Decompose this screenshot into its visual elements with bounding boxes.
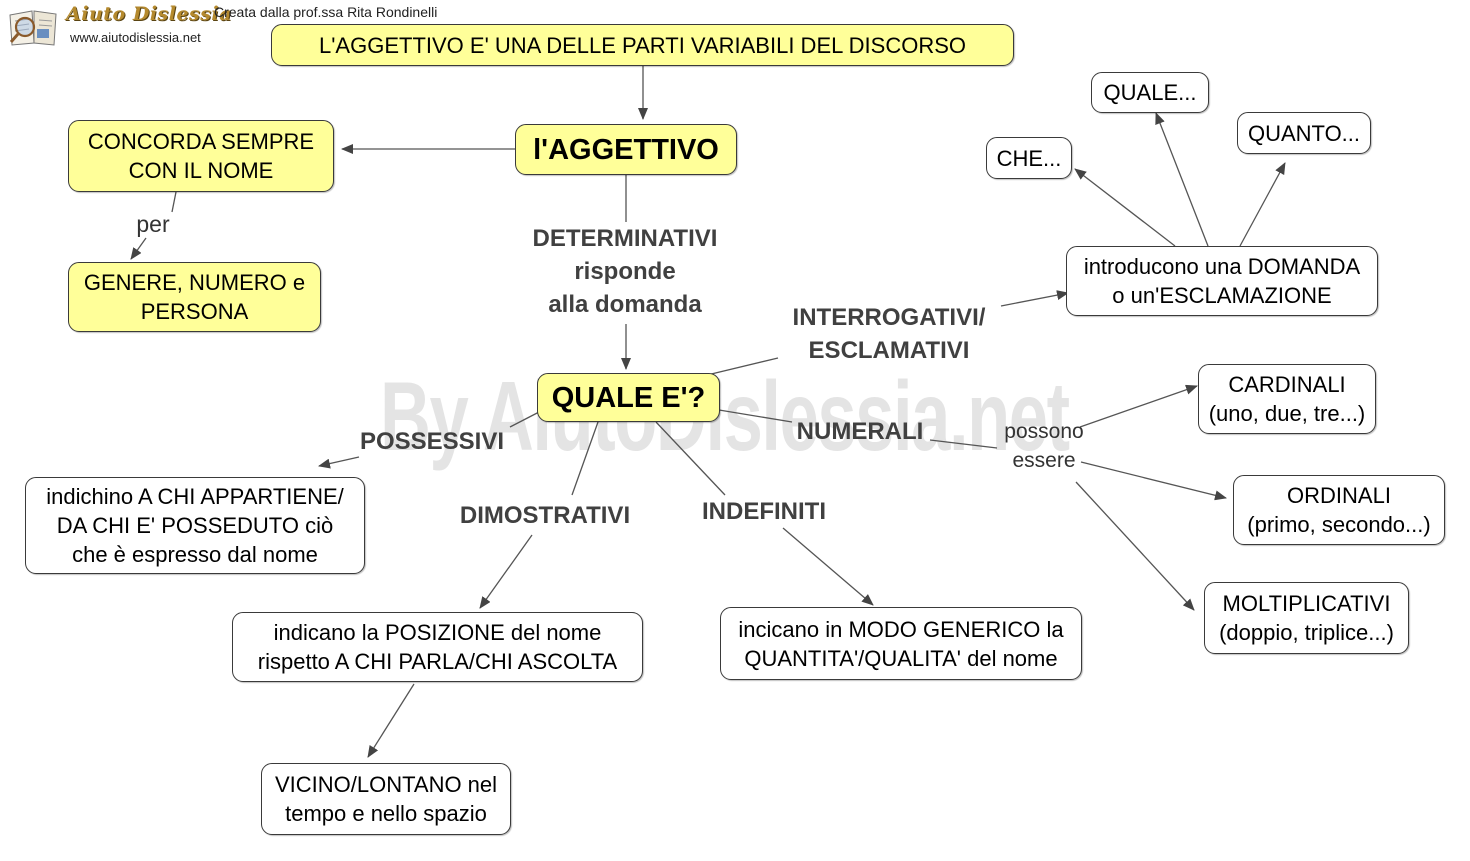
link-definition-to-che	[1074, 168, 1176, 247]
label-numerali: NUMERALI	[796, 418, 924, 445]
concept-ordinali: ORDINALI (primo, secondo...)	[1233, 475, 1445, 545]
book-magnifier-icon	[9, 10, 57, 46]
concept-che: CHE...	[986, 137, 1072, 179]
label-indefiniti: INDEFINITI	[702, 498, 826, 525]
concept-title: L'AGGETTIVO E' UNA DELLE PARTI VARIABILI…	[271, 24, 1014, 66]
link-dimostrativi-def-to-vicino	[367, 683, 415, 758]
concept-quale: QUALE...	[1091, 72, 1209, 113]
concept-dimostrativi-definition: indicano la POSIZIONE del nome rispetto …	[232, 612, 643, 682]
link-dimostrativi-to-definition	[479, 534, 533, 609]
link-possessivi-to-definition	[318, 456, 360, 469]
label-interrogativi-esclamativi: INTERROGATIVI/ ESCLAMATIVI	[792, 304, 986, 364]
concept-cardinali: CARDINALI (uno, due, tre...)	[1198, 364, 1376, 434]
link-quale-e-to-numerali	[712, 408, 793, 423]
concept-aggettivo: l'AGGETTIVO	[515, 124, 737, 175]
logo-url[interactable]: www.aiutodislessia.net	[70, 30, 201, 45]
concept-concorda: CONCORDA SEMPRE CON IL NOME	[68, 120, 334, 192]
author-credit: Creata dalla prof.ssa Rita Rondinelli	[214, 4, 438, 20]
link-quale-e-to-possessivi	[509, 410, 542, 428]
aiutodislessia-logo[interactable]: Aiuto Dislessia www.aiutodislessia.net	[6, 3, 231, 49]
link-concorda-to-per	[171, 191, 177, 213]
label-possessivi: POSSESSIVI	[359, 428, 505, 455]
label-per: per	[136, 211, 170, 237]
concept-quale-e: QUALE E'?	[537, 373, 720, 422]
link-definition-to-quanto	[1239, 162, 1286, 247]
logo-brand-name: Aiuto Dislessia	[66, 3, 232, 25]
link-definition-to-quale	[1155, 112, 1209, 247]
concept-possessivi-definition: indichino A CHI APPARTIENE/ DA CHI E' PO…	[25, 477, 365, 574]
link-possono-to-moltiplicativi	[1075, 481, 1195, 611]
link-possono-to-ordinali	[1080, 461, 1227, 501]
concept-interrogativi-definition: introducono una DOMANDA o un'ESCLAMAZION…	[1066, 246, 1378, 316]
link-quale-e-to-dimostrativi	[571, 421, 599, 496]
label-dimostrativi: DIMOSTRATIVI	[459, 502, 631, 529]
concept-indefiniti-definition: incicano in MODO GENERICO la QUANTITA'/Q…	[720, 607, 1082, 680]
link-indefiniti-to-definition	[782, 527, 874, 606]
link-numerali-to-possono	[929, 439, 998, 449]
concept-quanto: QUANTO...	[1237, 112, 1371, 154]
concept-genere-numero-persona: GENERE, NUMERO e PERSONA	[68, 262, 321, 332]
link-possono-to-cardinali	[1079, 384, 1198, 428]
link-quale-e-to-interrogativi	[702, 357, 779, 377]
watermark-text: By AiutoDislessia.net	[380, 361, 1070, 471]
label-determinativi: DETERMINATIVI risponde alla domanda	[532, 225, 718, 318]
concept-vicino-lontano: VICINO/LONTANO nel tempo e nello spazio	[261, 763, 511, 835]
concept-moltiplicativi: MOLTIPLICATIVI (doppio, triplice...)	[1204, 582, 1409, 654]
link-quale-e-to-indefiniti	[655, 421, 726, 496]
link-per-to-genere	[130, 237, 147, 260]
label-possono-essere: possono essere	[1004, 420, 1084, 472]
link-interrogativi-to-definition	[1000, 290, 1069, 307]
